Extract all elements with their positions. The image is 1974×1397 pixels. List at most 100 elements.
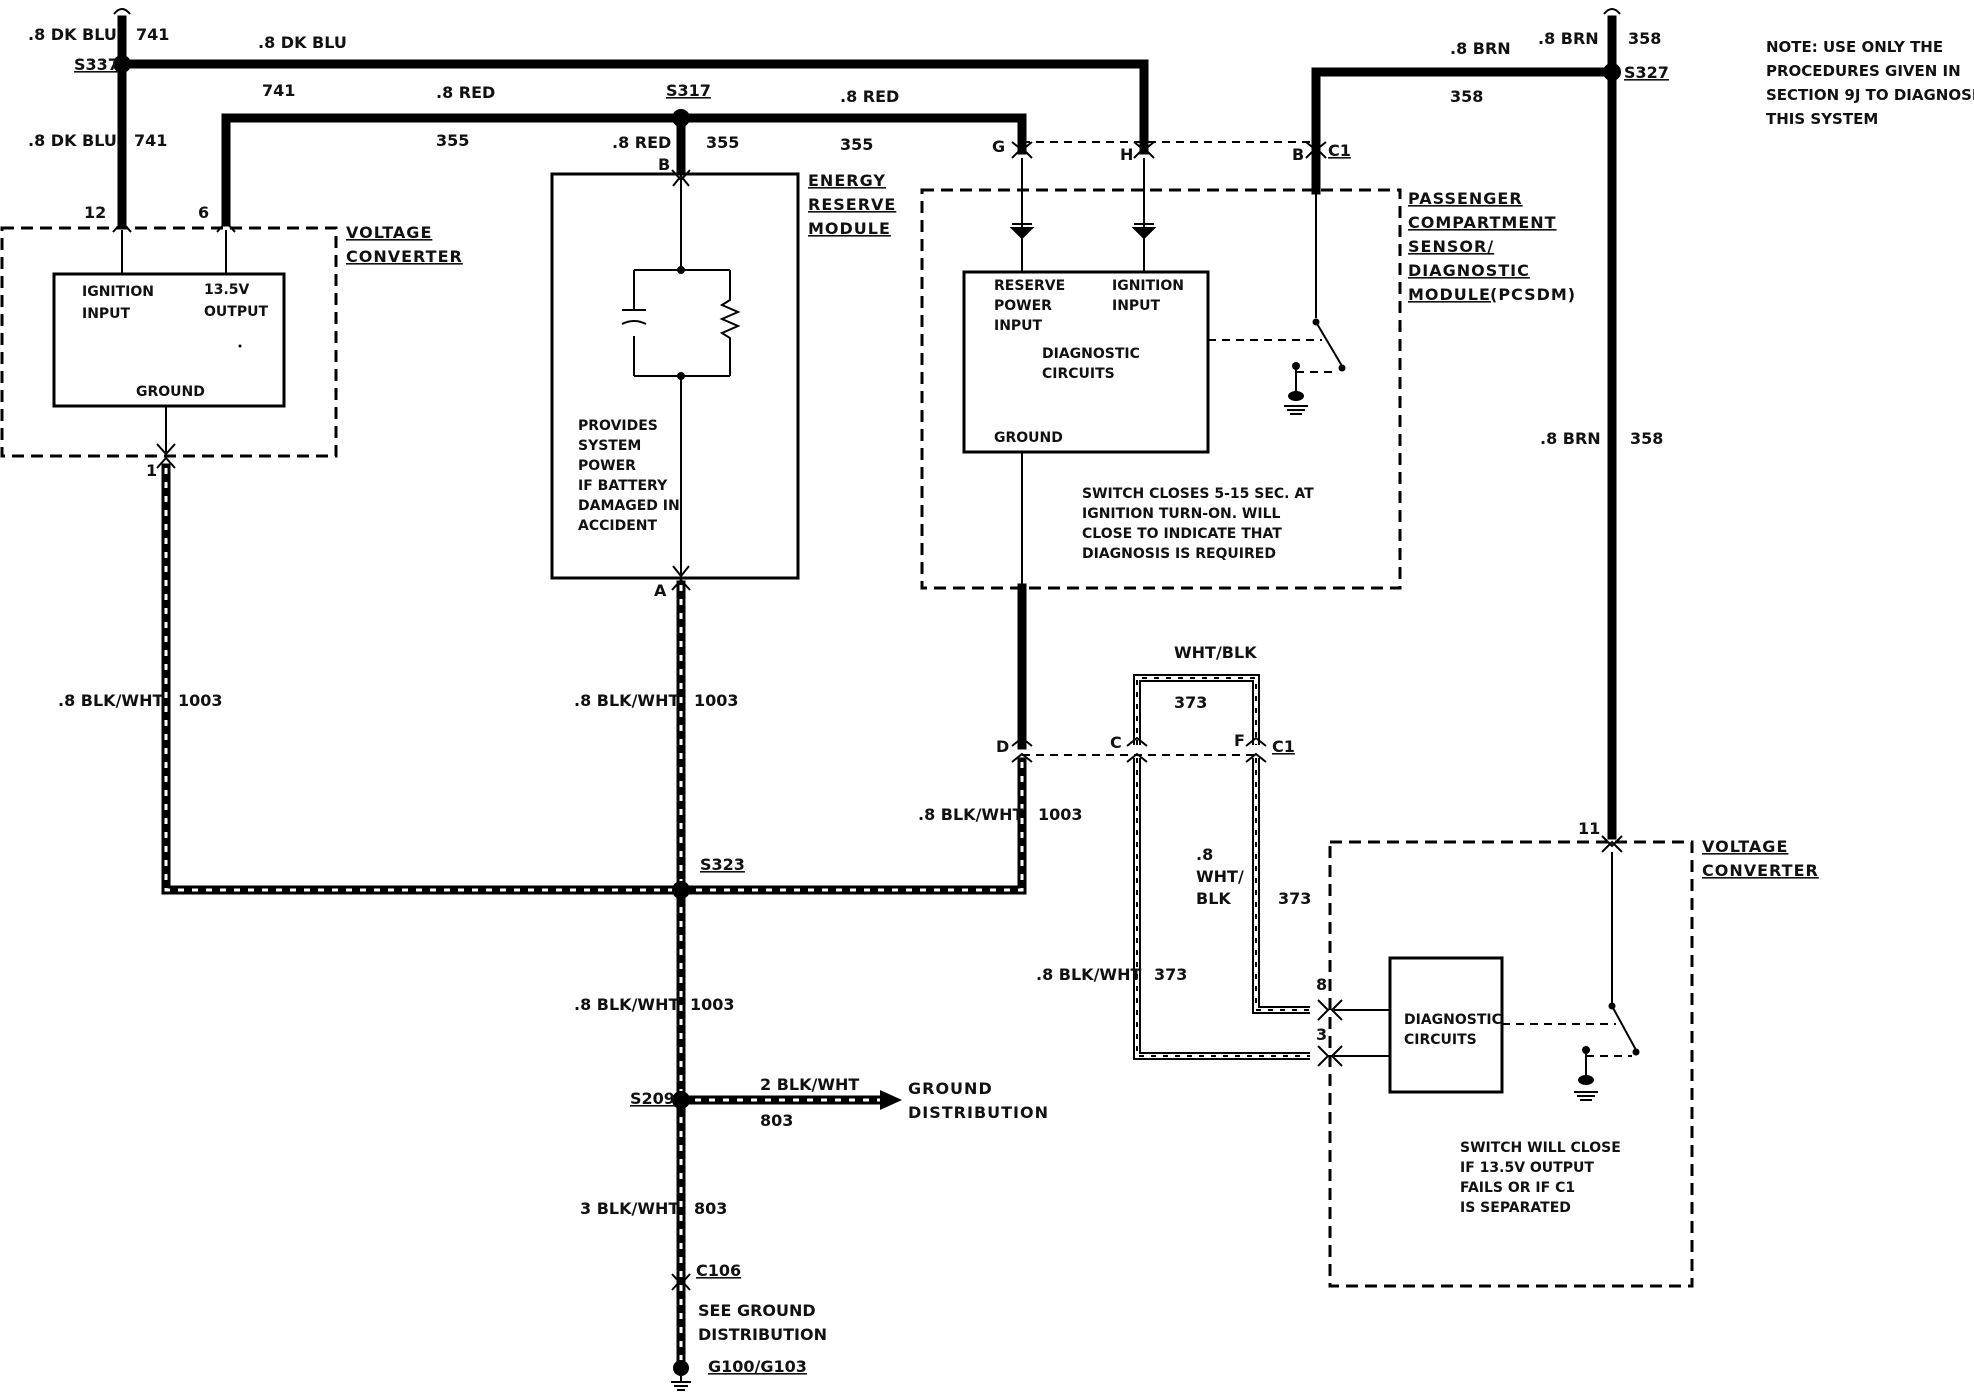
- pcsdm-ignition-line: IGNITION: [1112, 278, 1184, 294]
- wire-number: 741: [136, 25, 169, 44]
- erm-title-b: RESERVE: [808, 195, 896, 214]
- vc2-switch-note: FAILS OR IF C1: [1460, 1180, 1575, 1196]
- wire-label: .8 RED: [436, 83, 495, 102]
- ground-g100-dot: [673, 1360, 689, 1376]
- erm-desc-line: PROVIDES: [578, 418, 658, 434]
- splice-s317-label: S317: [666, 81, 711, 100]
- pcsdm-switch-note: DIAGNOSIS IS REQUIRED: [1082, 546, 1276, 562]
- wire-label: WHT/: [1196, 867, 1244, 886]
- wire-label: .8 BLK/WHT: [58, 691, 163, 710]
- pin-label: 8: [1316, 975, 1327, 994]
- vc2-title-a: VOLTAGE: [1702, 837, 1788, 856]
- pcsdm-title-line: COMPARTMENT: [1408, 213, 1557, 232]
- wire-number: 355: [840, 135, 873, 154]
- connector-icon: [216, 220, 236, 233]
- vc1-ignition-a: IGNITION: [82, 284, 154, 300]
- splice-s209-dot: [672, 1091, 690, 1109]
- connector-icon: [1011, 736, 1033, 747]
- diode-icon: [1009, 223, 1035, 240]
- connector-icon: [1330, 999, 1343, 1021]
- pcsdm-title-line: DIAGNOSTIC: [1408, 261, 1530, 280]
- splice-s337-dot: [113, 55, 131, 73]
- see-ground-b: DISTRIBUTION: [698, 1325, 827, 1344]
- vc1-ignition-b: INPUT: [82, 306, 131, 322]
- pcsdm-reserve-line: INPUT: [994, 318, 1043, 334]
- pin-label: F: [1234, 731, 1245, 750]
- vc2-switch-note: SWITCH WILL CLOSE: [1460, 1140, 1621, 1156]
- pcsdm-diag-line: DIAGNOSTIC: [1042, 346, 1140, 362]
- wire-label: .8 BLK/WHT: [574, 995, 679, 1014]
- pcsdm-switch-note: SWITCH CLOSES 5-15 SEC. AT: [1082, 486, 1314, 502]
- voltage-converter-left: [0, 220, 338, 469]
- wire-label: .8 DK BLU: [28, 131, 117, 150]
- vc2-switch-note: IS SEPARATED: [1460, 1200, 1571, 1216]
- wire-label: .8: [1196, 845, 1213, 864]
- wire-number: 373: [1154, 965, 1187, 984]
- pin-label: D: [996, 737, 1009, 756]
- wire-label: .8 BRN: [1450, 39, 1511, 58]
- erm-desc-line: IF BATTERY: [578, 478, 668, 494]
- connector-icon: [1601, 840, 1623, 853]
- pcsdm-reserve-line: RESERVE: [994, 278, 1065, 294]
- ground-icon: [1284, 391, 1308, 415]
- ground-distribution-arrow: [880, 1090, 902, 1110]
- wire-number: 1003: [1038, 805, 1083, 824]
- wire-number: 803: [694, 1199, 727, 1218]
- wire-number: 1003: [178, 691, 223, 710]
- erm-desc-line: POWER: [578, 458, 636, 474]
- pcsdm-title-line: PASSENGER: [1408, 189, 1523, 208]
- pin-label: 1: [146, 461, 157, 480]
- ground-icon: [671, 1376, 691, 1391]
- connector-icon: [1330, 1045, 1343, 1067]
- voltage-converter-right: [1317, 835, 1694, 1288]
- wire-label: .8 BLK/WHT: [1036, 965, 1141, 984]
- wire-label: .8 BRN: [1538, 29, 1599, 48]
- wire-label: 3 BLK/WHT: [580, 1199, 679, 1218]
- wire-number: 358: [1630, 429, 1663, 448]
- note-block: NOTE: USE ONLY THE PROCEDURES GIVEN IN S…: [1766, 38, 1974, 128]
- wire-number: 358: [1450, 87, 1483, 106]
- vc1-output-b: OUTPUT: [204, 304, 268, 320]
- wire-label: .8 BLK/WHT: [574, 691, 679, 710]
- connector-icon: [1126, 736, 1148, 747]
- see-ground-a: SEE GROUND: [698, 1301, 816, 1320]
- wire-number: 741: [134, 131, 167, 150]
- connector-icon: [671, 578, 691, 591]
- pin-label: C: [1110, 733, 1122, 752]
- energy-reserve-module: [550, 169, 800, 591]
- note-line-1: NOTE: USE ONLY THE: [1766, 38, 1943, 56]
- switch-icon: [1611, 1005, 1637, 1051]
- wire-number: 373: [1174, 693, 1207, 712]
- connector-icon: [156, 456, 176, 469]
- erm-title-c: MODULE: [808, 219, 891, 238]
- pcsdm-module: [920, 141, 1402, 590]
- vc2-title-b: CONVERTER: [1702, 861, 1819, 880]
- wire-number: 741: [262, 81, 295, 100]
- connector-icon: [1305, 146, 1327, 159]
- pin-label: H: [1120, 145, 1133, 164]
- connector-icon: [1133, 146, 1155, 159]
- pcsdm-switch-note: CLOSE TO INDICATE THAT: [1082, 526, 1282, 542]
- wire-wht-blk: [1133, 674, 1310, 1060]
- pin-label: G: [992, 137, 1005, 156]
- wire-number: 803: [760, 1111, 793, 1130]
- switch-icon: [1315, 321, 1343, 367]
- pcsdm-switch-note: IGNITION TURN-ON. WILL: [1082, 506, 1280, 522]
- ground-distribution-b: DISTRIBUTION: [908, 1103, 1049, 1122]
- splice-s317-dot: [672, 109, 690, 127]
- splice-s327-label: S327: [1624, 63, 1669, 82]
- pcsdm-ignition-line: INPUT: [1112, 298, 1161, 314]
- splice-dots: [113, 55, 1621, 1376]
- pcsdm-title-module: MODULE: [1408, 285, 1491, 304]
- pin-label: 6: [198, 203, 209, 222]
- connector-icon: [1245, 736, 1267, 747]
- wire-label: .8 DK BLU: [258, 33, 347, 52]
- erm-title-a: ENERGY: [808, 171, 886, 190]
- pcsdm-reserve-line: POWER: [994, 298, 1052, 314]
- wire-label: 2 BLK/WHT: [760, 1075, 859, 1094]
- note-line-4: THIS SYSTEM: [1766, 110, 1878, 128]
- splice-s337-label: S337: [74, 55, 119, 74]
- diode-icon: [1131, 223, 1157, 240]
- vc1-ground: GROUND: [136, 384, 205, 400]
